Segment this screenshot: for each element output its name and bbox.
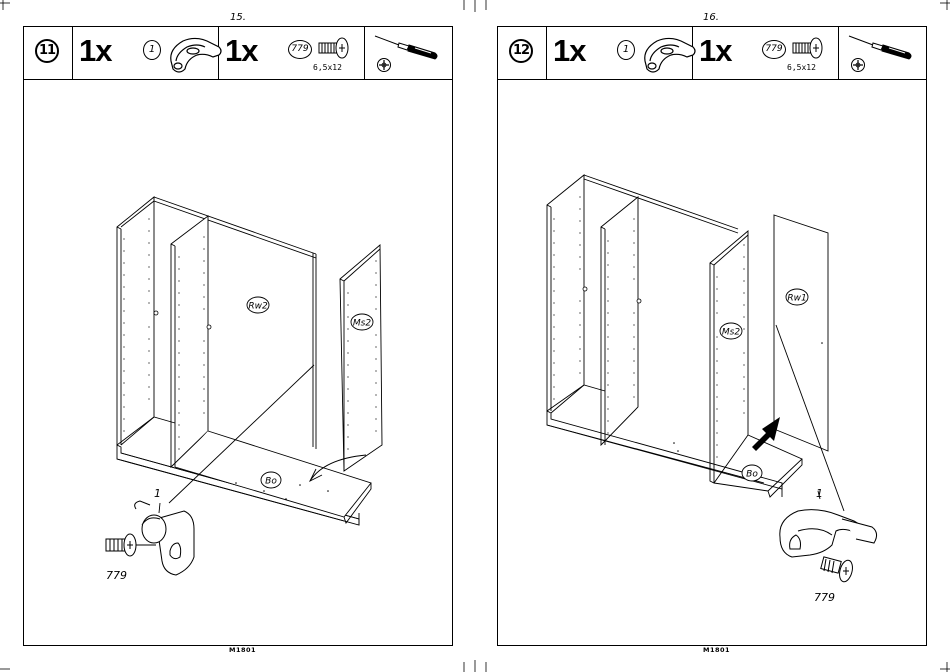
callout-screw: 779 [106,569,127,582]
cam-lock-icon [639,31,699,75]
callout-cam: 1 [154,487,161,500]
cam-hole [637,299,641,303]
svg-text:Ms2: Ms2 [353,319,371,329]
screw-icon [317,37,351,59]
assembly-illustration: Rw1 Ms2 Bo 1 779 [498,79,926,645]
instruction-page: 11 1x 1 1x 779 [23,26,453,646]
parts-header: 11 1x 1 1x 779 [24,27,452,80]
instruction-page: 12 1x 1 1x 779 [497,26,927,646]
panel-label-middle-side: Ms2 [351,314,373,330]
document-code: M1801 [229,646,256,654]
panel-label-bottom: Bo [261,472,281,488]
tools-cell [839,27,926,79]
screw-size: 6,5x12 [313,63,342,72]
part-number: 1 [143,40,161,60]
callout-screw: 779 [814,591,835,604]
part-number: 1 [617,40,635,60]
cam-lock-detail [135,501,194,575]
svg-text:Bo: Bo [746,470,758,480]
part-quantity: 1x [225,33,257,69]
part-cell: 1x 779 6,5x12 [693,27,839,79]
part-number: 779 [288,40,312,59]
page-number: 16. [703,12,719,23]
panel-label-back-wall: Rw2 [247,297,269,313]
svg-text:Rw2: Rw2 [248,302,268,312]
part-quantity: 1x [699,33,731,69]
parts-header: 12 1x 1 1x 779 [498,27,926,80]
cam-hole [583,287,587,291]
step-number: 11 [35,39,59,63]
step-cell: 12 [498,27,547,79]
cam-hole [207,325,211,329]
assembly-illustration: Rw2 Ms2 Bo 1 779 [24,79,452,645]
part-cell: 1x 779 6,5x12 [219,27,365,79]
direction-arrow [752,417,780,451]
cam-hole [154,311,158,315]
screw-size: 6,5x12 [787,63,816,72]
svg-text:Rw1: Rw1 [787,294,806,304]
step-cell: 11 [24,27,73,79]
panel-label-middle-side: Ms2 [720,323,742,339]
screw-icon [791,37,825,59]
tools-cell [365,27,452,79]
part-quantity: 1x [79,33,111,69]
cam-lock-detail [780,510,877,557]
svg-text:Bo: Bo [265,477,277,487]
screw-detail [821,557,855,583]
part-cell: 1x 1 [73,27,219,79]
page-number: 15. [230,12,246,23]
step-number: 12 [509,39,533,63]
cam-lock-icon [165,31,225,75]
document-code: M1801 [703,646,730,654]
phillips-head-icon [376,57,392,73]
phillips-head-icon [850,57,866,73]
svg-text:Ms2: Ms2 [722,328,740,338]
panel-label-bottom: Bo [742,465,762,481]
part-cell: 1x 1 [547,27,693,79]
panel-label-back-wall: Rw1 [786,289,808,305]
part-quantity: 1x [553,33,585,69]
callout-cam: 1 [816,487,823,500]
part-number: 779 [762,40,786,59]
